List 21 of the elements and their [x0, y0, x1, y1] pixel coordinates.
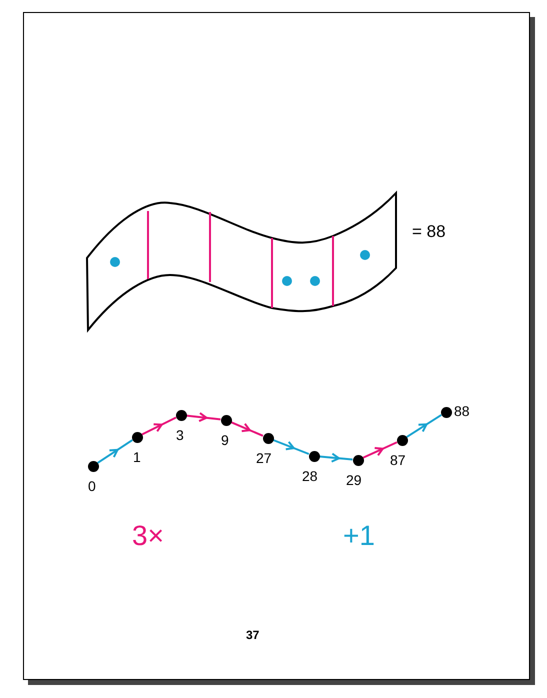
- number-label: 87: [390, 452, 406, 468]
- arrow: [97, 439, 133, 464]
- arrow: [230, 421, 264, 437]
- arrow: [319, 452, 353, 463]
- arrow: [406, 414, 442, 438]
- number-label: 27: [256, 450, 272, 466]
- arrow: [141, 416, 177, 436]
- equation-label: = 88: [412, 222, 446, 242]
- legend-symbol: 3×: [132, 520, 164, 552]
- number-label: 0: [88, 478, 96, 494]
- number-label: 3: [176, 427, 184, 443]
- number-label: 1: [133, 449, 141, 465]
- legend-symbol: +1: [343, 520, 375, 552]
- number-label: 29: [346, 472, 362, 488]
- page-number: 37: [246, 628, 260, 642]
- arrow: [272, 439, 310, 455]
- number-label: 28: [302, 468, 318, 484]
- number-label: 9: [221, 432, 229, 448]
- arrow: [186, 412, 221, 422]
- number-label: 88: [454, 403, 470, 419]
- arrow: [362, 441, 398, 459]
